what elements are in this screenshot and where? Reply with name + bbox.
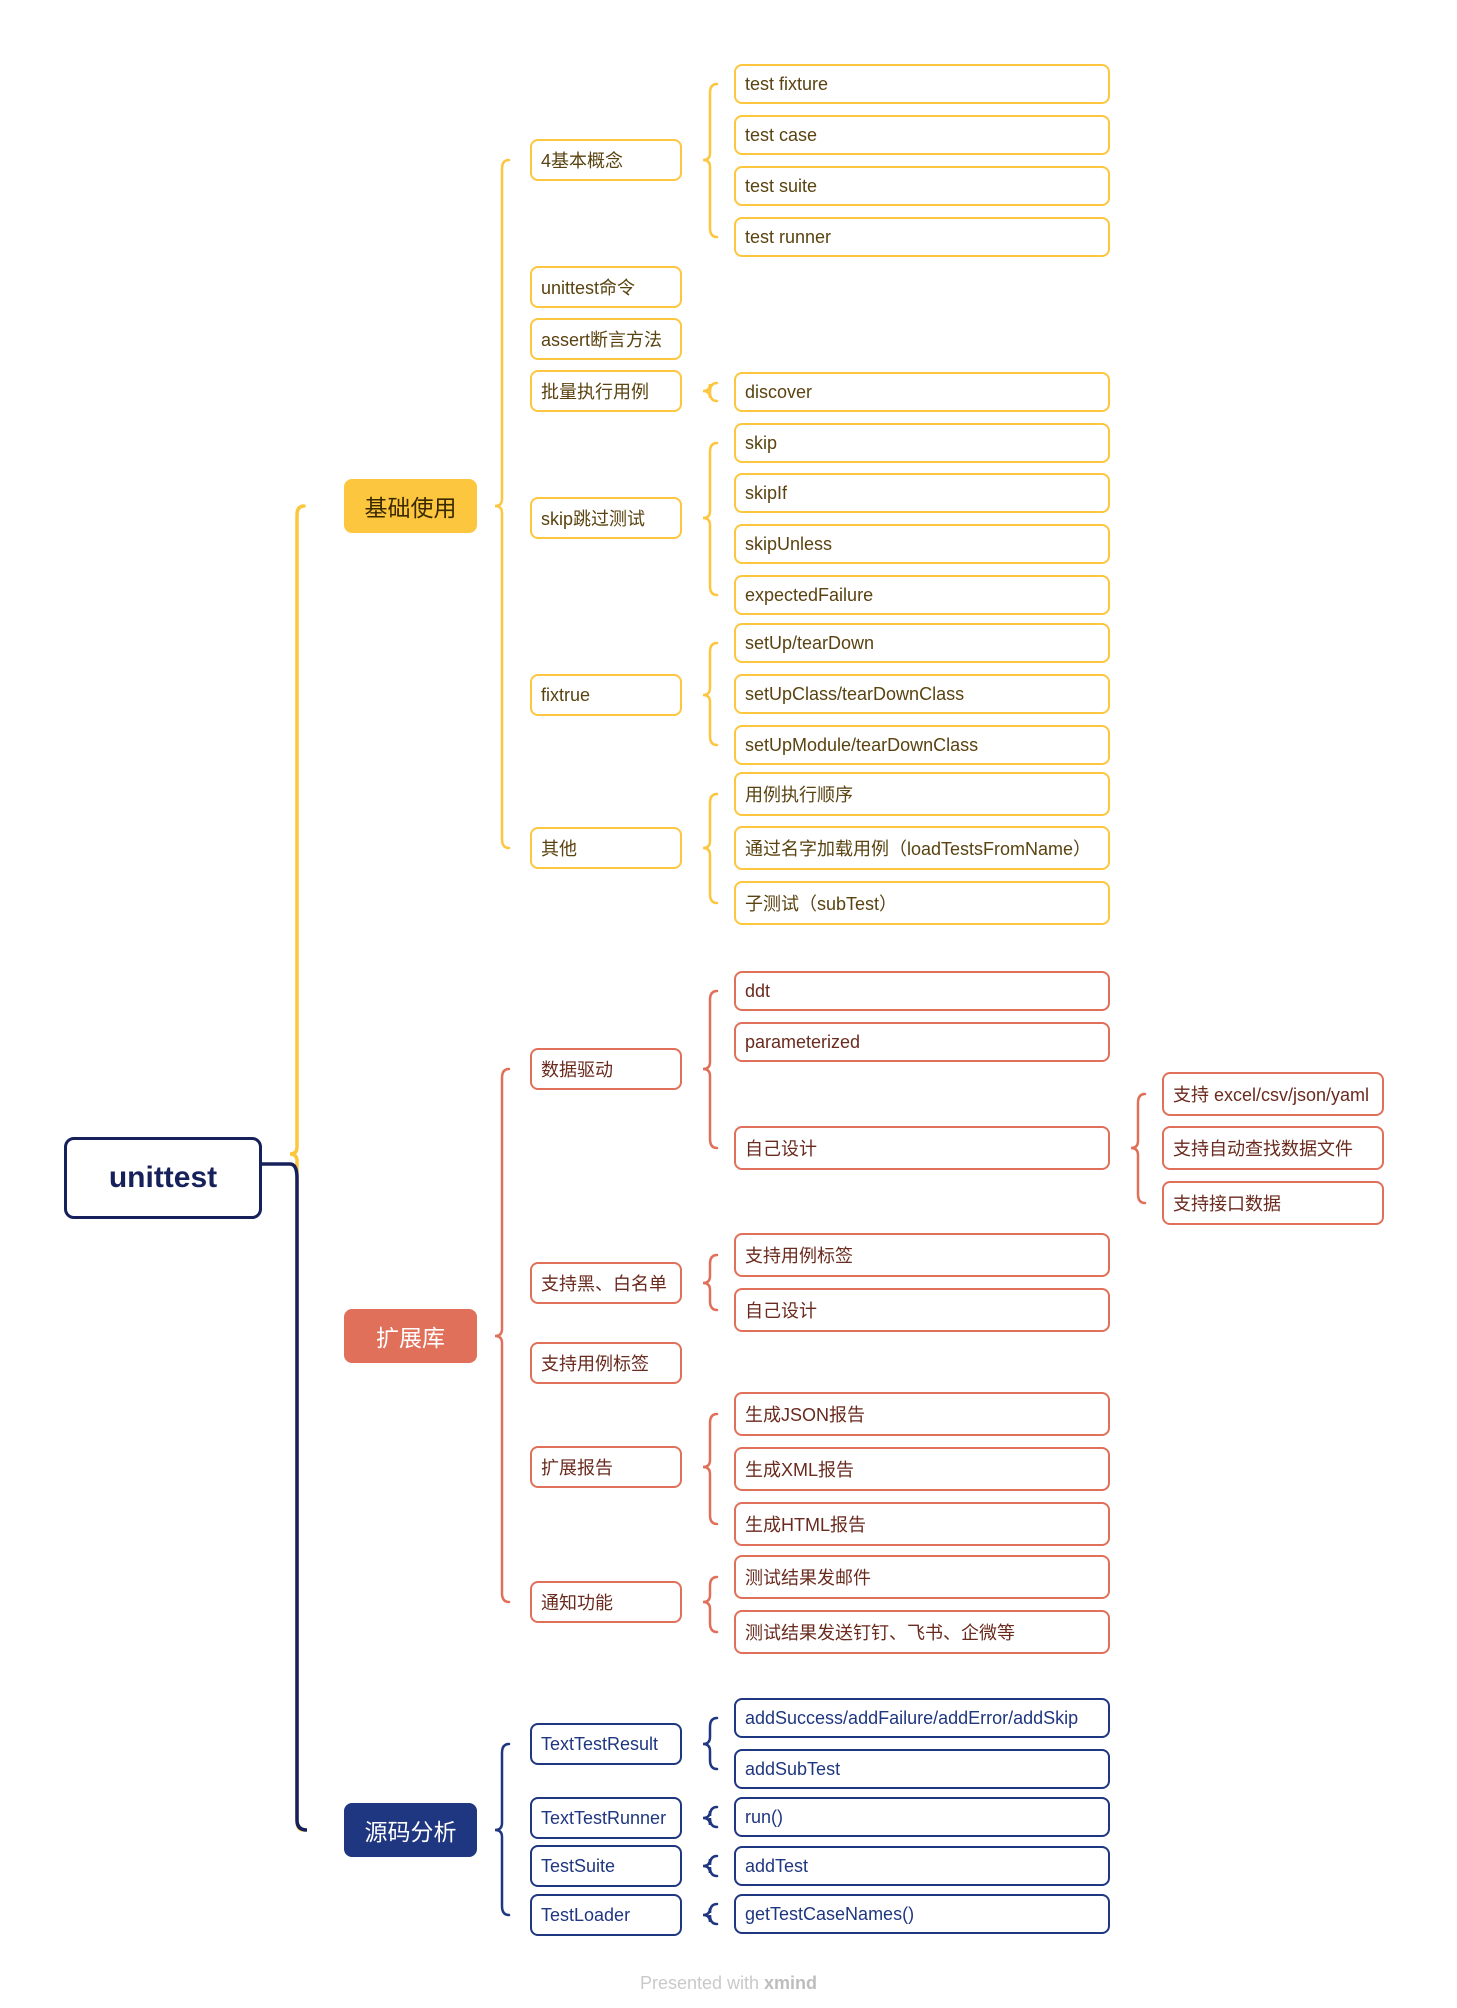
branch-source-analysis[interactable]: 源码分析: [344, 1803, 477, 1857]
leaf-skipif[interactable]: skipIf: [734, 473, 1110, 513]
topic-fixture[interactable]: fixtrue: [530, 674, 682, 716]
leaf-test-suite[interactable]: test suite: [734, 166, 1110, 206]
leaf-custom-design-list[interactable]: 自己设计: [734, 1288, 1110, 1332]
leaf-addsubtest[interactable]: addSubTest: [734, 1749, 1110, 1789]
brace-connector: [702, 82, 719, 239]
brace-connector: [702, 1716, 719, 1771]
topic-notification[interactable]: 通知功能: [530, 1581, 682, 1623]
topic-extended-report[interactable]: 扩展报告: [530, 1446, 682, 1488]
root-connector-lower: [289, 1162, 308, 1832]
brace-connector: [702, 1253, 719, 1312]
topic-texttestrunner[interactable]: TextTestRunner: [530, 1797, 682, 1839]
leaf-html-report[interactable]: 生成HTML报告: [734, 1502, 1110, 1546]
topic-assert-methods[interactable]: assert断言方法: [530, 318, 682, 360]
topic-unittest-command[interactable]: unittest命令: [530, 266, 682, 308]
leaf-test-case[interactable]: test case: [734, 115, 1110, 155]
leaf-test-fixture[interactable]: test fixture: [734, 64, 1110, 104]
topic-texttestresult[interactable]: TextTestResult: [530, 1723, 682, 1765]
brace-connector: [494, 1067, 511, 1604]
branch-basic-usage[interactable]: 基础使用: [344, 479, 477, 533]
leaf-load-by-name[interactable]: 通过名字加载用例（loadTestsFromName）: [734, 826, 1110, 870]
brace-connector: [702, 792, 719, 905]
brace-connector: [702, 381, 719, 403]
topic-black-white-list[interactable]: 支持黑、白名单: [530, 1262, 682, 1304]
leaf-setup-teardown[interactable]: setUp/tearDown: [734, 623, 1110, 663]
leaf-execution-order[interactable]: 用例执行顺序: [734, 772, 1110, 816]
brace-connector: [494, 158, 511, 850]
brace-connector: [1130, 1092, 1147, 1205]
brace-connector: [702, 1902, 719, 1926]
brace-connector: [702, 1854, 719, 1878]
branch-extension-libs[interactable]: 扩展库: [344, 1309, 477, 1363]
leaf-skipunless[interactable]: skipUnless: [734, 524, 1110, 564]
topic-testloader[interactable]: TestLoader: [530, 1894, 682, 1936]
leaf-skip[interactable]: skip: [734, 423, 1110, 463]
brace-connector: [702, 1575, 719, 1634]
footer-credit: Presented with xmind: [0, 1973, 1457, 1994]
leaf-discover[interactable]: discover: [734, 372, 1110, 412]
leaf-im-results[interactable]: 测试结果发送钉钉、飞书、企微等: [734, 1610, 1110, 1654]
topic-other[interactable]: 其他: [530, 827, 682, 869]
leaf-parameterized[interactable]: parameterized: [734, 1022, 1110, 1062]
leaf-json-report[interactable]: 生成JSON报告: [734, 1392, 1110, 1436]
leaf-gettestcasenames[interactable]: getTestCaseNames(): [734, 1894, 1110, 1934]
root-topic[interactable]: unittest: [64, 1137, 262, 1219]
brace-connector: [702, 1805, 719, 1829]
brace-connector: [702, 441, 719, 597]
leaf-file-formats[interactable]: 支持 excel/csv/json/yaml: [1162, 1072, 1384, 1116]
leaf-support-case-tags[interactable]: 支持用例标签: [734, 1233, 1110, 1277]
brace-connector: [702, 1412, 719, 1526]
leaf-subtest[interactable]: 子测试（subTest）: [734, 881, 1110, 925]
topic-testsuite[interactable]: TestSuite: [530, 1845, 682, 1887]
leaf-xml-report[interactable]: 生成XML报告: [734, 1447, 1110, 1491]
brace-connector: [702, 989, 719, 1150]
leaf-test-runner[interactable]: test runner: [734, 217, 1110, 257]
leaf-expectedfailure[interactable]: expectedFailure: [734, 575, 1110, 615]
leaf-setupclass-teardownclass[interactable]: setUpClass/tearDownClass: [734, 674, 1110, 714]
xmind-logo: xmind: [764, 1973, 818, 1993]
leaf-ddt[interactable]: ddt: [734, 971, 1110, 1011]
topic-batch-run[interactable]: 批量执行用例: [530, 370, 682, 412]
footer-text: Presented with: [639, 1973, 760, 1993]
leaf-auto-find-data[interactable]: 支持自动查找数据文件: [1162, 1126, 1384, 1170]
brace-connector: [494, 1742, 511, 1917]
topic-data-driven[interactable]: 数据驱动: [530, 1048, 682, 1090]
brace-connector: [702, 641, 719, 747]
topic-four-concepts[interactable]: 4基本概念: [530, 139, 682, 181]
leaf-addtest[interactable]: addTest: [734, 1846, 1110, 1886]
leaf-api-data[interactable]: 支持接口数据: [1162, 1181, 1384, 1225]
leaf-email-results[interactable]: 测试结果发邮件: [734, 1555, 1110, 1599]
leaf-custom-design-data[interactable]: 自己设计: [734, 1126, 1110, 1170]
leaf-run[interactable]: run(): [734, 1797, 1110, 1837]
leaf-add-result-methods[interactable]: addSuccess/addFailure/addError/addSkip: [734, 1698, 1110, 1738]
topic-skip-tests[interactable]: skip跳过测试: [530, 497, 682, 539]
topic-case-tags[interactable]: 支持用例标签: [530, 1342, 682, 1384]
leaf-setupmodule-teardownclass[interactable]: setUpModule/tearDownClass: [734, 725, 1110, 765]
